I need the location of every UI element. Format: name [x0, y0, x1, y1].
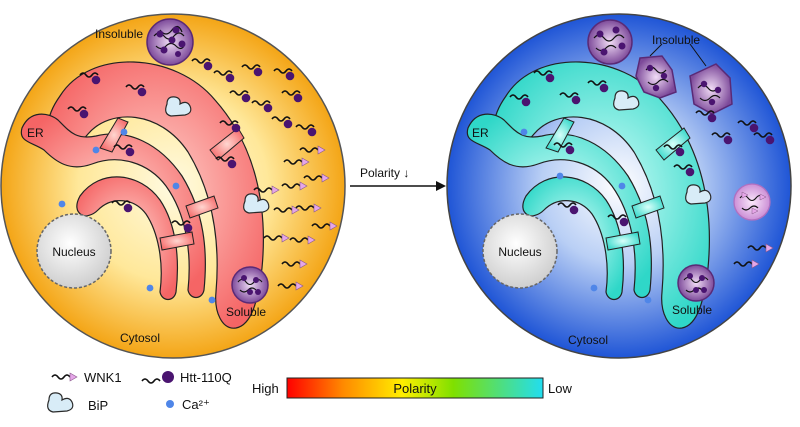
left-insoluble-aggregate	[146, 18, 194, 66]
polarity-scale: High Polarity Low	[252, 377, 572, 399]
legend-bip: BiP	[47, 392, 108, 413]
polarity-low-label: Low	[548, 381, 572, 396]
right-insoluble-aggregates	[587, 19, 733, 115]
right-soluble-aggregate	[677, 264, 715, 302]
legend-wnk1: WNK1	[51, 370, 122, 385]
legend: WNK1 Htt-110Q BiP Ca²⁺	[47, 370, 232, 413]
legend-htt-label: Htt-110Q	[180, 370, 232, 385]
right-insoluble-label: Insoluble	[652, 33, 700, 47]
legend-ca-label: Ca²⁺	[182, 397, 210, 412]
right-cell: Insoluble ER Nucleus Soluble Cytosol	[446, 13, 792, 359]
left-cell: Insoluble ER Nucleus Soluble Cytosol	[0, 13, 346, 359]
right-nucleus	[482, 213, 558, 289]
legend-htt: Htt-110Q	[141, 370, 232, 385]
polarity-gradient-bar	[286, 377, 544, 399]
arrow-label: Polarity ↓	[360, 166, 409, 180]
left-er-label: ER	[27, 126, 44, 140]
right-soluble-label: Soluble	[672, 303, 712, 317]
left-nucleus	[36, 213, 112, 289]
right-wnk1-aggregate	[733, 183, 771, 221]
legend-wnk1-label: WNK1	[84, 370, 122, 385]
left-er	[20, 61, 264, 329]
legend-ca: Ca²⁺	[166, 397, 210, 412]
polarity-title: Polarity	[393, 381, 437, 396]
polarity-arrow: Polarity ↓	[350, 166, 446, 191]
left-cytosol-label: Cytosol	[120, 331, 160, 345]
right-er	[466, 61, 710, 329]
right-cytosol-label: Cytosol	[568, 333, 608, 347]
left-nucleus-label: Nucleus	[52, 245, 95, 259]
right-nucleus-label: Nucleus	[498, 245, 541, 259]
left-soluble-aggregate	[231, 266, 269, 304]
legend-bip-label: BiP	[88, 398, 108, 413]
left-insoluble-label: Insoluble	[95, 27, 143, 41]
left-soluble-label: Soluble	[226, 305, 266, 319]
polarity-high-label: High	[252, 381, 279, 396]
right-er-label: ER	[472, 126, 489, 140]
